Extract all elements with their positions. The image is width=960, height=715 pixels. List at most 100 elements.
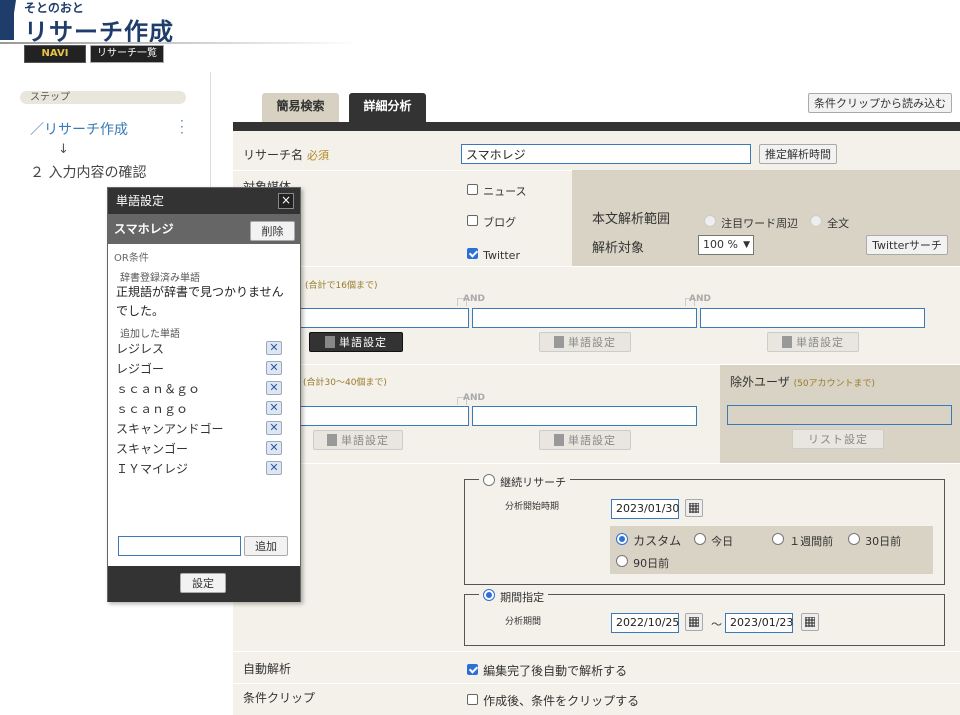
page-title: リサーチ作成: [24, 17, 174, 46]
start-option-today[interactable]: 今日: [694, 530, 733, 549]
document-icon: [325, 336, 335, 348]
period-field-label: 分析期間: [505, 617, 542, 627]
auto-analysis-checkbox[interactable]: [467, 664, 478, 675]
word-setting-button-active[interactable]: 単語設定: [309, 332, 403, 352]
popup-set-button[interactable]: 設定: [180, 573, 226, 593]
document-icon: [782, 336, 792, 348]
word-setting-popup: 単語設定 × スマホレジ 削除 OR条件 辞書登録済み単語 正規語が辞書で見つか…: [107, 187, 301, 602]
list-setting-button[interactable]: リスト設定: [792, 429, 884, 449]
start-option-week[interactable]: １週間前: [772, 530, 833, 549]
30days-radio[interactable]: [848, 533, 860, 545]
exclude-user-label: 除外ユーザ (50アカウントまで): [730, 375, 876, 389]
keyword-input-2[interactable]: [472, 308, 697, 328]
close-icon[interactable]: ×: [278, 193, 294, 209]
remove-icon[interactable]: ✕: [266, 421, 282, 435]
period-radio[interactable]: [483, 589, 495, 601]
news-checkbox[interactable]: [467, 184, 478, 195]
continuous-research-fieldset: [464, 479, 945, 585]
pencil-icon: ２: [30, 165, 49, 181]
word-setting-button[interactable]: 単語設定: [539, 332, 631, 352]
header-divider: [0, 42, 360, 44]
blog-checkbox[interactable]: [467, 215, 478, 226]
and-bracket: [685, 298, 695, 306]
step-arrow: ↓: [58, 142, 69, 157]
keyword-input-1[interactable]: [299, 308, 469, 328]
remove-icon[interactable]: ✕: [266, 401, 282, 415]
delete-button[interactable]: 削除: [250, 221, 295, 241]
row-divider: [233, 651, 960, 652]
list-item: ｓｃａｎｇｏ✕: [116, 400, 286, 420]
word-setting-button[interactable]: 単語設定: [539, 430, 631, 450]
period-option[interactable]: 期間指定: [479, 586, 549, 605]
document-icon: [554, 336, 564, 348]
90days-radio[interactable]: [616, 555, 628, 567]
research-list-button[interactable]: リサーチ一覧: [90, 45, 164, 63]
tab-detail-analysis[interactable]: 詳細分析: [349, 93, 426, 122]
research-name-label: リサーチ名必須: [243, 148, 330, 162]
target-select[interactable]: 100 %▼: [698, 235, 754, 255]
load-from-clip-button[interactable]: 条件クリップから読み込む: [808, 93, 952, 113]
around-radio[interactable]: [704, 215, 716, 227]
clip-checkbox[interactable]: [467, 694, 478, 705]
list-item: ＩＹマイレジ✕: [116, 460, 286, 480]
calendar-icon[interactable]: [685, 613, 703, 631]
start-label: 分析開始時期: [505, 502, 560, 512]
exclude-input-1[interactable]: [299, 406, 469, 426]
remove-icon[interactable]: ✕: [266, 381, 282, 395]
start-options-panel: カスタム 今日 １週間前 30日前 90日前: [610, 526, 933, 574]
word-setting-button[interactable]: 単語設定: [767, 332, 859, 352]
tab-simple-search[interactable]: 簡易検索: [262, 93, 339, 122]
continuous-research-option[interactable]: 継続リサーチ: [479, 471, 571, 490]
add-word-input[interactable]: [118, 536, 241, 556]
row-divider: [233, 683, 960, 684]
required-badge: 必須: [307, 149, 330, 162]
target-label: 解析対象: [592, 241, 645, 256]
remove-icon[interactable]: ✕: [266, 341, 282, 355]
steps-heading: ステップ: [20, 91, 186, 104]
today-radio[interactable]: [694, 533, 706, 545]
and-bracket: [457, 397, 467, 405]
estimate-time-button[interactable]: 推定解析時間: [759, 144, 837, 164]
clip-option[interactable]: 作成後、条件をクリップする: [467, 690, 639, 709]
twitter-checkbox[interactable]: [467, 248, 478, 259]
week-radio[interactable]: [772, 533, 784, 545]
start-option-30days[interactable]: 30日前: [848, 530, 901, 549]
calendar-icon[interactable]: [801, 613, 819, 631]
auto-analysis-option[interactable]: 編集完了後自動で解析する: [467, 660, 627, 679]
start-date-input[interactable]: 2023/01/30: [611, 499, 679, 519]
list-item: スキャンゴー✕: [116, 440, 286, 460]
custom-radio[interactable]: [616, 533, 628, 545]
exclude-user-panel: 除外ユーザ (50アカウントまで) リスト設定: [720, 365, 960, 463]
add-word-button[interactable]: 追加: [244, 536, 288, 556]
period-fieldset: [464, 594, 945, 646]
continuous-radio[interactable]: [483, 474, 495, 486]
media-news-option[interactable]: ニュース: [467, 180, 527, 199]
and-label: AND: [689, 294, 711, 304]
remove-icon[interactable]: ✕: [266, 461, 282, 475]
word-setting-button[interactable]: 単語設定: [313, 430, 403, 450]
navi-button[interactable]: NAVI: [24, 45, 86, 63]
remove-icon[interactable]: ✕: [266, 361, 282, 375]
exclude-user-input[interactable]: [727, 405, 952, 425]
remove-icon[interactable]: ✕: [266, 441, 282, 455]
media-blog-option[interactable]: ブログ: [467, 211, 516, 230]
and-label: AND: [463, 393, 485, 403]
period-from-input[interactable]: 2022/10/25: [611, 613, 679, 633]
and-bracket: [457, 298, 467, 306]
keyword-input-3[interactable]: [700, 308, 925, 328]
keyword-note: (合計で16個まで): [305, 281, 378, 291]
full-radio[interactable]: [810, 215, 822, 227]
start-option-90days[interactable]: 90日前: [616, 552, 669, 571]
body-range-around[interactable]: 注目ワード周辺: [704, 212, 798, 231]
step-research-create: ／リサーチ作成: [30, 122, 128, 138]
calendar-icon[interactable]: [685, 499, 703, 517]
body-range-full[interactable]: 全文: [810, 212, 849, 231]
start-option-custom[interactable]: カスタム: [616, 530, 681, 549]
research-name-input[interactable]: スマホレジ: [461, 144, 751, 164]
exclude-input-2[interactable]: [472, 406, 697, 426]
media-twitter-option[interactable]: Twitter: [467, 244, 520, 263]
period-to-input[interactable]: 2023/01/23: [725, 613, 793, 633]
twitter-search-button[interactable]: Twitterサーチ: [866, 235, 948, 255]
twitter-options-panel: 本文解析範囲 注目ワード周辺 全文 解析対象 100 %▼ Twitterサーチ: [572, 170, 960, 266]
dict-words-label: 辞書登録済み単語: [120, 273, 200, 284]
